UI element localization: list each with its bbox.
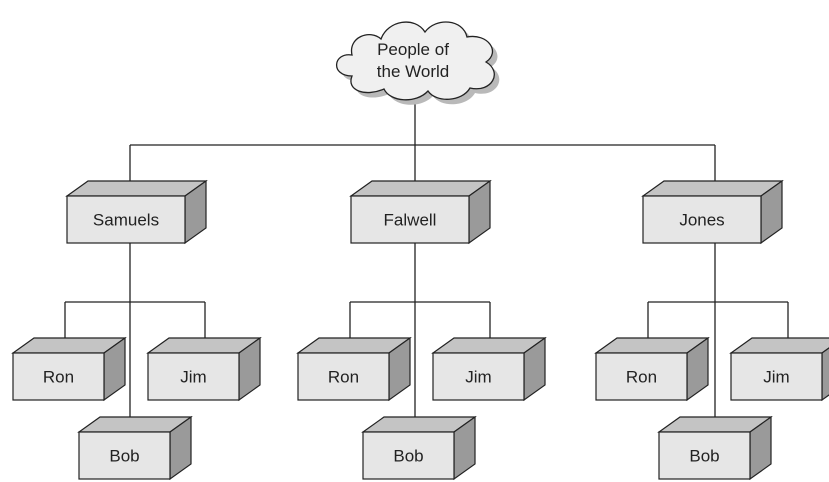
family-box-samuels-top-face	[65, 180, 208, 197]
child-box-samuels-bob-front-face	[78, 431, 171, 480]
connector-lines	[64, 95, 789, 432]
child-box-samuels-ron-label: Ron	[43, 368, 74, 387]
child-box-falwell-ron-label: Ron	[328, 368, 359, 387]
child-box-samuels-ron-front-face	[12, 352, 105, 401]
child-box-samuels-bob-label: Bob	[109, 447, 139, 466]
family-box-falwell-top-face	[349, 180, 492, 197]
child-box-jones-bob-front-face	[658, 431, 751, 480]
child-box-jones-ron-front-face	[595, 352, 688, 401]
child-box-falwell-bob: Bob	[361, 415, 477, 481]
child-box-falwell-jim-label: Jim	[465, 368, 491, 387]
child-box-falwell-bob-front-face	[362, 431, 455, 480]
child-box-falwell-ron-front-face	[297, 352, 390, 401]
child-box-jones-jim-label: Jim	[763, 368, 789, 387]
child-box-jones-jim-top-face	[729, 337, 829, 354]
family-box-samuels-label: Samuels	[93, 211, 159, 230]
family-boxes: Samuels Falwell Jones	[65, 179, 784, 245]
family-box-falwell: Falwell	[349, 179, 492, 245]
child-box-samuels-jim: Jim	[146, 336, 262, 402]
root-label-line1: People of	[377, 40, 449, 59]
family-box-falwell-front-face	[350, 195, 470, 244]
child-box-samuels-jim-front-face	[147, 352, 240, 401]
child-box-falwell-bob-label: Bob	[393, 447, 423, 466]
family-box-samuels: Samuels	[65, 179, 208, 245]
child-box-jones-ron-label: Ron	[626, 368, 657, 387]
family-box-samuels-front-face	[66, 195, 186, 244]
child-box-jones-jim: Jim	[729, 337, 829, 402]
child-box-jones-bob-label: Bob	[689, 447, 719, 466]
child-box-jones-jim-front-face	[730, 352, 823, 401]
child-box-falwell-jim-front-face	[432, 352, 525, 401]
family-box-falwell-label: Falwell	[384, 211, 437, 230]
child-box-samuels-jim-label: Jim	[180, 368, 206, 387]
child-box-samuels-bob: Bob	[77, 415, 193, 481]
child-box-jones-ron: Ron	[594, 336, 710, 402]
root-cloud-node: People of the World	[336, 21, 500, 105]
family-box-jones-top-face	[641, 180, 784, 197]
cloud-shape	[336, 21, 495, 101]
child-box-samuels-ron: Ron	[11, 336, 127, 402]
child-box-falwell-jim: Jim	[431, 336, 547, 402]
family-box-jones-label: Jones	[679, 211, 724, 230]
family-box-jones: Jones	[641, 179, 784, 245]
child-box-falwell-ron: Ron	[296, 336, 412, 402]
child-box-jones-bob: Bob	[657, 415, 773, 481]
root-label-line2: the World	[377, 62, 449, 81]
family-box-jones-front-face	[642, 195, 762, 244]
